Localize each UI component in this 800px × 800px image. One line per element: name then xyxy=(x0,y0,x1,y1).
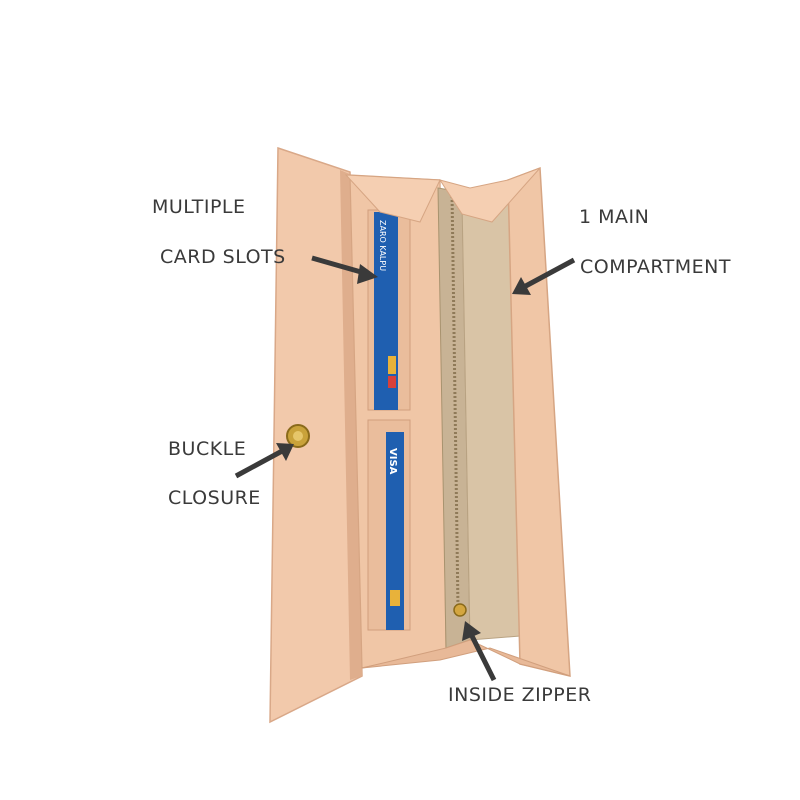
arrow-buckle-icon xyxy=(234,443,294,479)
card-top-chip xyxy=(388,356,396,374)
arrow-main-compartment-icon xyxy=(512,257,576,295)
arrow-card-slots-icon xyxy=(311,255,378,284)
label-card-slots: CARD SLOTS xyxy=(160,246,286,268)
card-panel-top-flap xyxy=(344,174,441,223)
flap-edge-shadow xyxy=(340,170,362,680)
back-panel-top-flap xyxy=(438,167,541,223)
buckle-inner xyxy=(293,431,303,441)
label-closure: CLOSURE xyxy=(168,487,261,509)
arrow-inside-zipper-icon xyxy=(462,621,497,682)
card-top-chip-red xyxy=(388,376,396,388)
label-compartment: COMPARTMENT xyxy=(580,256,731,278)
wallet-bottom-gusset xyxy=(361,639,571,677)
card-bottom-stripe xyxy=(390,590,400,606)
card-bottom xyxy=(386,432,404,630)
label-multiple: MULTIPLE xyxy=(152,196,246,218)
label-main: 1 MAIN xyxy=(579,206,650,228)
zipper-pull-icon xyxy=(453,603,467,617)
label-buckle: BUCKLE xyxy=(168,438,247,460)
zipper-track xyxy=(450,191,460,609)
label-inside-zipper: INSIDE ZIPPER xyxy=(448,684,592,706)
